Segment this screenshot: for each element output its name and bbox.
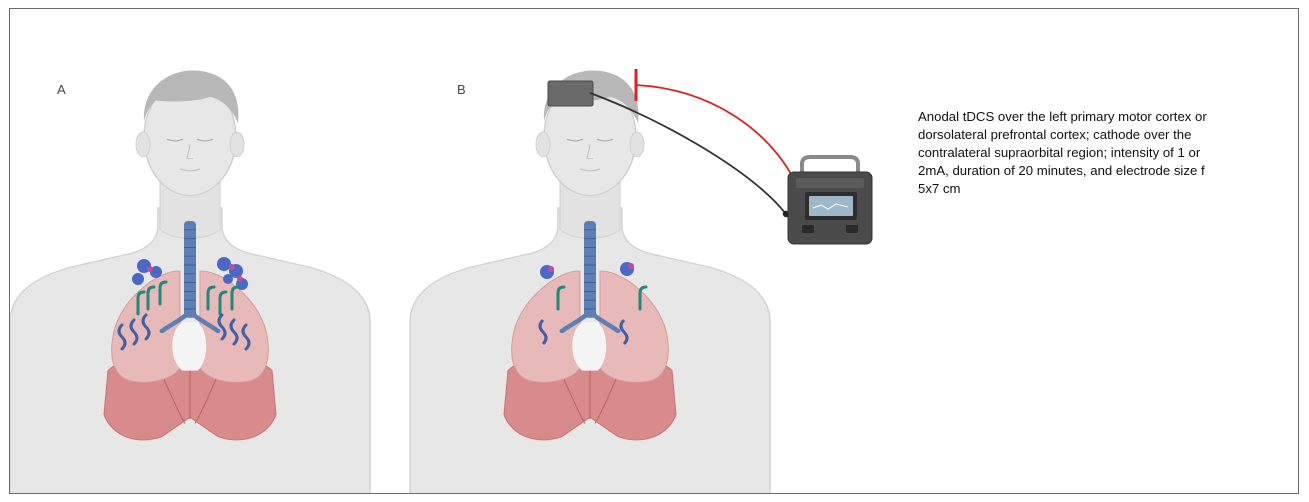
protocol-caption: Anodal tDCS over the left primary motor … xyxy=(918,108,1218,198)
panel-label-a: A xyxy=(57,82,66,97)
torso-b-illustration xyxy=(410,71,770,494)
anode-electrode xyxy=(548,81,593,106)
figure-frame: A B Anodal tDCS over the left primary mo… xyxy=(9,8,1299,494)
torso-a-illustration xyxy=(10,71,370,494)
tdcs-device-icon xyxy=(788,157,872,244)
figure-canvas xyxy=(10,9,1299,494)
red-wire xyxy=(636,85,798,187)
panel-label-b: B xyxy=(457,82,466,97)
